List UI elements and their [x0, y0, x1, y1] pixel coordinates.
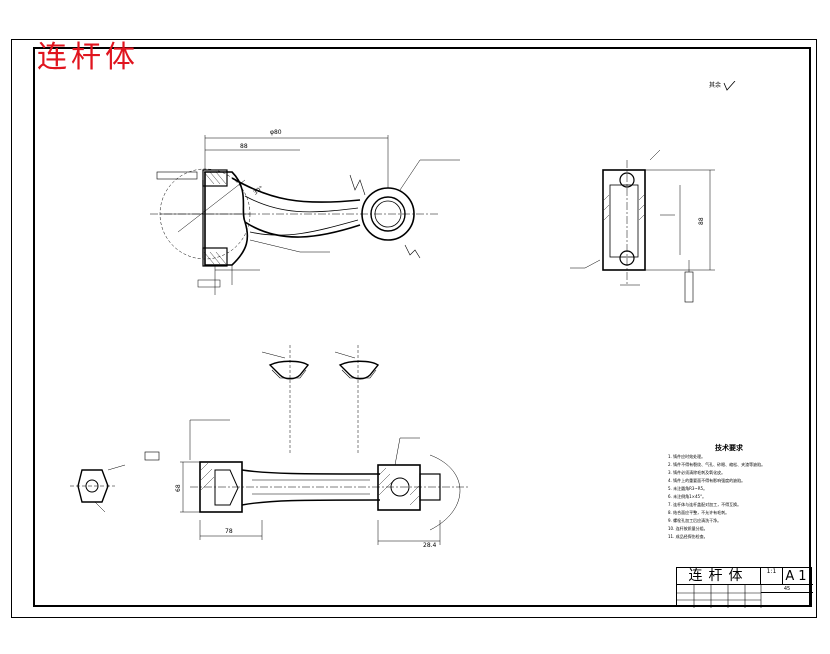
tech-item: 1. 铸件应时效处理。	[668, 454, 706, 459]
tech-item: 10. 连杆按质量分组。	[668, 526, 708, 531]
dim-bottom-right: 28.4	[423, 542, 437, 549]
title-block: 连杆体 1:1 A1 45	[676, 567, 813, 608]
title-block-sheet: A1	[783, 568, 813, 585]
top-view	[144, 419, 470, 545]
dim-overall-length: φ80	[270, 129, 282, 136]
dim-left-height: 68	[175, 484, 182, 492]
tech-item: 9. 螺栓孔加工后应清洗干净。	[668, 518, 722, 523]
tech-item: 5. 未注圆角R3~R5。	[668, 486, 708, 491]
title-block-material: 45	[761, 585, 813, 593]
dim-angle: 30°	[252, 185, 265, 197]
tech-item: 2. 铸件不得有裂纹、气孔、砂眼、缩松、夹渣等缺陷。	[668, 462, 766, 467]
tech-item: 3. 铸件必须清除毛刺及氧化皮。	[668, 470, 726, 475]
dim-left-width: 88	[240, 143, 248, 150]
roughness-symbol-icon	[723, 80, 736, 91]
front-view	[150, 135, 460, 295]
title-block-grid	[677, 585, 762, 608]
title-block-name: 连杆体	[677, 568, 761, 585]
tech-item: 11. 成品经探伤检查。	[668, 534, 708, 539]
tech-item: 7. 连杆体与连杆盖配对加工，不得互换。	[668, 502, 742, 507]
title-block-scale: 1:1	[761, 568, 783, 585]
tech-item: 4. 铸件上的重要面不得有影响强度的缺陷。	[668, 478, 746, 483]
section-views	[261, 345, 380, 455]
outer-border	[11, 39, 817, 618]
drawing-frame	[33, 47, 811, 607]
roughness-note: 其余	[709, 80, 737, 91]
dim-bottom-length: 78	[225, 528, 233, 535]
side-view	[570, 149, 715, 303]
tech-requirements-title: 技术要求	[715, 444, 743, 452]
stamp-title: 连杆体	[37, 40, 139, 75]
tech-requirements-list: 1. 铸件应时效处理。 2. 铸件不得有裂纹、气孔、砂眼、缩松、夹渣等缺陷。 3…	[668, 453, 810, 541]
tech-item: 8. 结合面应平整，不允许有毛刺。	[668, 510, 730, 515]
tech-item: 6. 未注倒角1×45°。	[668, 494, 707, 499]
bolt-detail	[70, 464, 126, 513]
dim-vertical: 88	[698, 217, 705, 225]
